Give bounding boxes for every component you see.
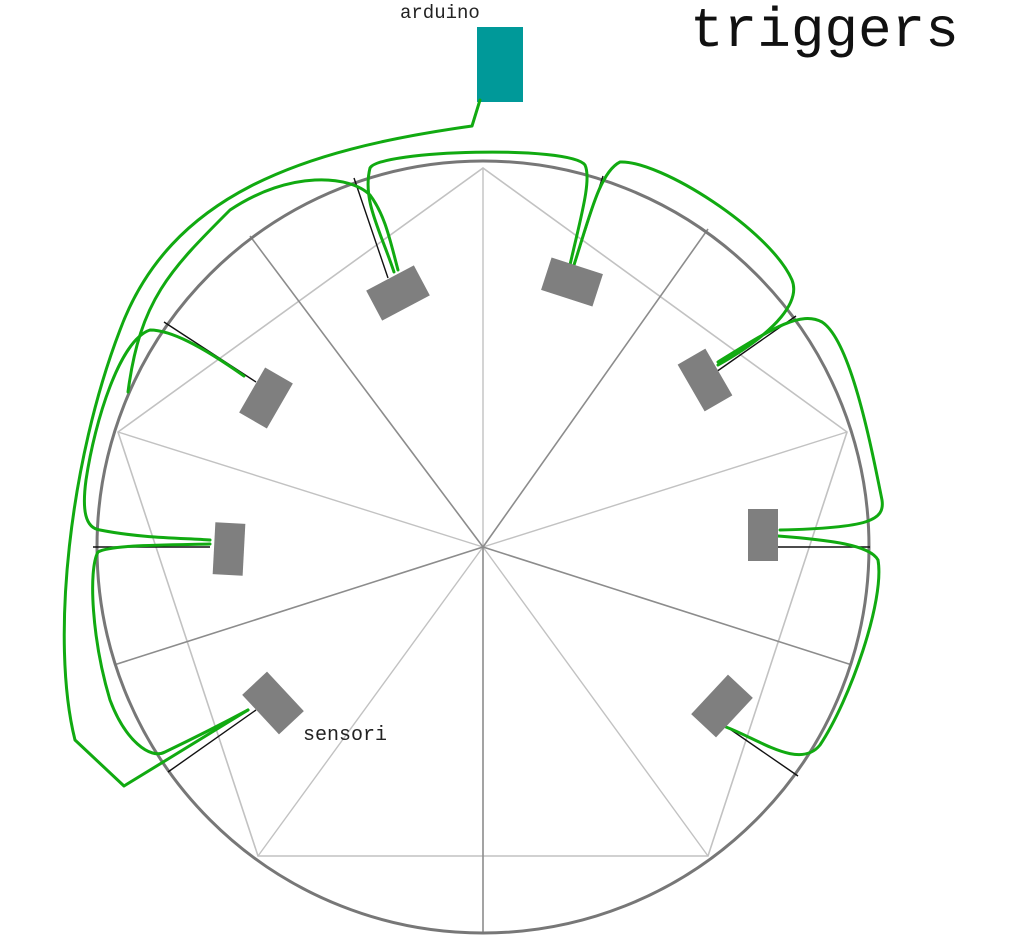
sensor-block bbox=[677, 348, 733, 412]
sensor-block bbox=[691, 674, 753, 738]
diagram-title: triggers bbox=[690, 0, 959, 63]
wire-sensor-3 bbox=[572, 160, 796, 367]
pentagon-spokes bbox=[117, 168, 848, 857]
controller-box bbox=[477, 27, 523, 102]
wire-sensor-6 bbox=[82, 328, 246, 542]
sensors-label: sensori bbox=[303, 724, 387, 747]
sensor-block bbox=[541, 257, 603, 307]
wire-sensor-1 bbox=[126, 178, 400, 394]
sensor-block bbox=[239, 367, 293, 429]
wire-sensor-5 bbox=[724, 534, 881, 757]
wiring bbox=[62, 98, 884, 788]
wire-sensor-2 bbox=[366, 150, 589, 274]
sensor-block bbox=[366, 265, 430, 321]
ring-ticks bbox=[93, 175, 870, 777]
wire-sensor-7 bbox=[91, 542, 250, 756]
sensor-block bbox=[242, 671, 304, 735]
sensor-block bbox=[212, 522, 246, 576]
controller-label: arduino bbox=[400, 2, 480, 24]
wire-sensor-4 bbox=[716, 317, 884, 532]
wire-trunk bbox=[62, 98, 482, 788]
decagon-spokes bbox=[113, 228, 853, 934]
sensor-block bbox=[748, 509, 778, 561]
sensors bbox=[212, 257, 778, 738]
